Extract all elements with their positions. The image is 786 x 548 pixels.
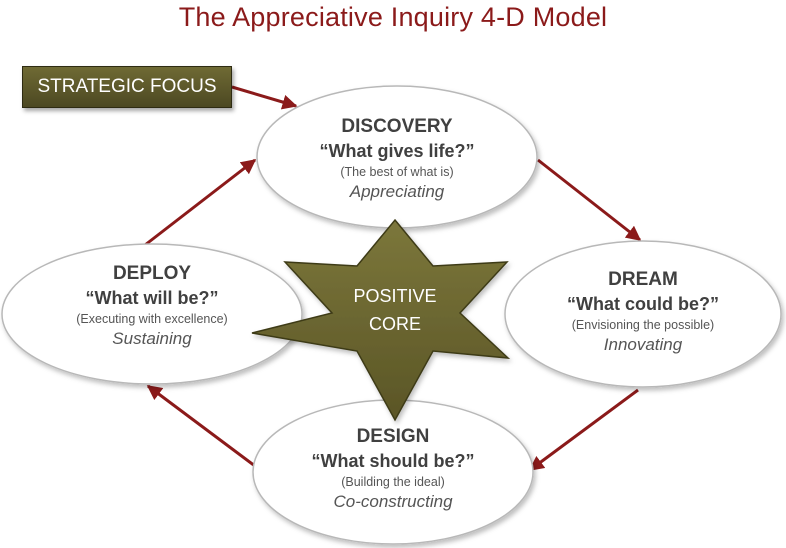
design-node: DESIGN “What should be?” (Building the i… [283,425,503,513]
arrow-deploy-to-discovery [144,158,257,247]
discovery-question: “What gives life?” [319,141,475,161]
positive-core-label: POSITIVE CORE [300,282,490,338]
design-name: DESIGN [356,426,430,447]
dream-question: “What could be?” [567,294,719,314]
discovery-subtitle: (The best of what is) [340,165,454,179]
deploy-name: DEPLOY [112,263,192,284]
design-question: “What should be?” [311,451,475,471]
dream-subtitle: (Envisioning the possible) [571,318,715,332]
deploy-question: “What will be?” [85,288,219,308]
positive-core-star [251,218,511,422]
discovery-verb: Appreciating [349,182,445,201]
diagram-title: The Appreciative Inquiry 4-D Model [178,2,608,32]
arrow-design-to-deploy [146,384,256,468]
arrow-dream-to-design [528,388,639,472]
discovery-node: DISCOVERY “What gives life?” (The best o… [287,115,507,203]
strategic-focus-box: STRATEGIC FOCUS [22,66,232,108]
positive-core-line2: CORE [368,314,421,334]
design-verb: Co-constructing [333,492,453,511]
dream-ellipse [504,240,782,388]
dream-node: DREAM “What could be?” (Envisioning the … [523,268,763,356]
positive-core-line1: POSITIVE [353,286,437,306]
discovery-name: DISCOVERY [341,116,453,137]
deploy-node: DEPLOY “What will be?” (Executing with e… [32,262,272,350]
deploy-verb: Sustaining [112,329,192,348]
deploy-ellipse [1,243,303,385]
deploy-subtitle: (Executing with excellence) [76,312,228,326]
design-subtitle: (Building the ideal) [341,475,445,489]
arrow-focus-to-discovery [231,85,298,110]
arrow-discovery-to-dream [537,158,642,242]
dream-name: DREAM [608,269,678,290]
dream-verb: Innovating [603,335,683,354]
